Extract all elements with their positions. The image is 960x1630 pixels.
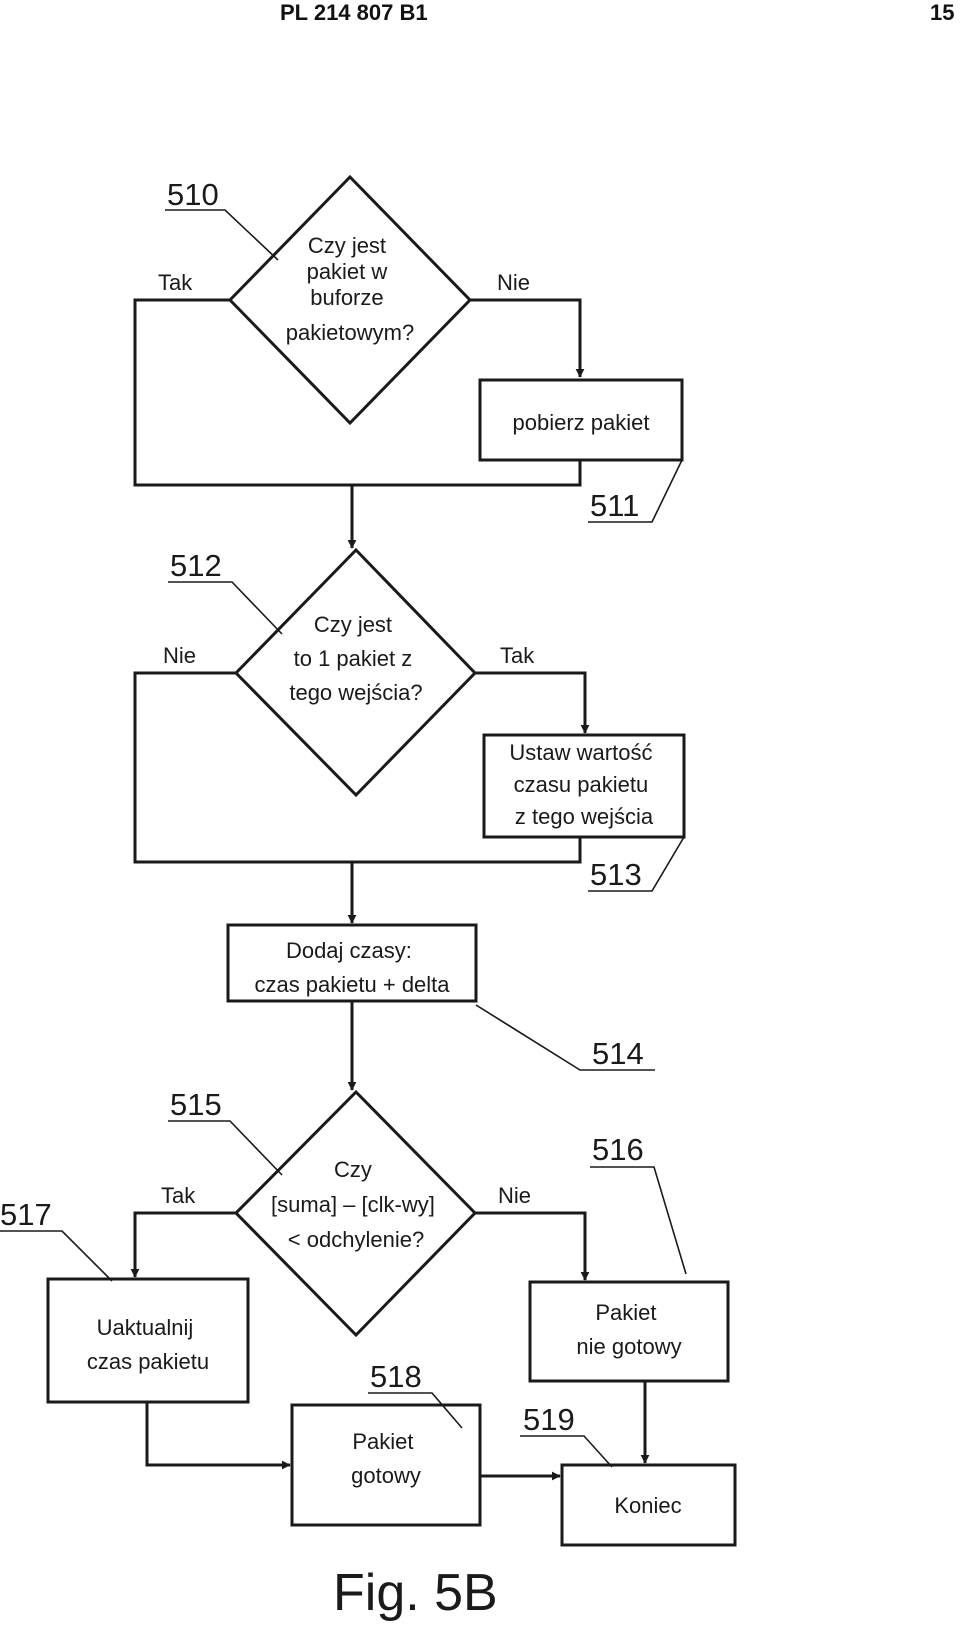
ref-516-leader (590, 1166, 687, 1275)
edge-label-510-yes: Tak (158, 270, 193, 295)
process-517 (46, 1277, 250, 1404)
node-text-510: Czy jest pakiet w buforze pakietowym? (286, 233, 414, 345)
ref-517-leader (0, 1230, 113, 1282)
ref-513: 513 (590, 857, 642, 892)
edge-515-no (475, 1211, 590, 1281)
decision-510 (227, 174, 473, 426)
process-516 (528, 1280, 730, 1383)
edge-510-yes (133, 298, 340, 487)
document-number: PL 214 807 B1 (280, 0, 428, 25)
ref-514: 514 (592, 1036, 644, 1071)
figure-label: Fig. 5B (333, 1564, 498, 1622)
node-text-511: pobierz pakiet (513, 410, 650, 435)
process-514 (226, 923, 478, 1003)
ref-513-leader (588, 836, 685, 892)
edge-label-512-no: Nie (163, 643, 196, 668)
node-text-517: Uaktualnij czas pakietu (87, 1315, 209, 1374)
edge-label-512-yes: Tak (500, 643, 535, 668)
edge-label-515-yes: Tak (161, 1183, 196, 1208)
connectors (130, 298, 650, 1481)
ref-518: 518 (370, 1359, 422, 1394)
node-text-513: Ustaw wartość czasu pakietu z tego wejśc… (509, 740, 658, 829)
reference-labels: 510 511 512 513 514 515 516 517 518 519 (0, 177, 687, 1468)
terminal-519 (560, 1463, 737, 1547)
node-text-516: Pakiet nie gotowy (576, 1300, 681, 1359)
node-text-515: Czy [suma] – [clk-wy] < odchylenie? (271, 1157, 441, 1252)
node-text-512: Czy jest to 1 pakiet z tego wejścia? (289, 612, 422, 705)
page-number: 15 (930, 0, 955, 25)
decision-512 (233, 547, 478, 798)
ref-511: 511 (590, 488, 639, 523)
ref-519-leader (520, 1435, 613, 1468)
shapes (46, 174, 737, 1547)
decision-515 (233, 1089, 478, 1338)
process-513 (482, 733, 686, 839)
node-texts: Czy jest pakiet w buforze pakietowym? po… (87, 233, 682, 1518)
process-518 (290, 1403, 482, 1527)
node-text-518: Pakiet gotowy (351, 1429, 421, 1488)
edge-labels: Tak Nie Nie Tak Tak Nie (158, 270, 535, 1208)
ref-518-leader (368, 1392, 463, 1429)
ref-511-leader (588, 459, 683, 523)
edge-512-no (133, 671, 352, 864)
edge-515-yes (130, 1211, 236, 1278)
ref-517: 517 (0, 1197, 52, 1232)
ref-514-leader (475, 1004, 655, 1071)
ref-512: 512 (170, 548, 222, 583)
edge-label-510-no: Nie (497, 270, 530, 295)
ref-510-leader (165, 209, 279, 261)
node-text-514: Dodaj czasy: czas pakietu + delta (254, 938, 450, 997)
ref-515: 515 (170, 1087, 222, 1122)
process-511 (478, 378, 684, 462)
ref-515-leader (168, 1120, 283, 1176)
ref-512-leader (168, 581, 283, 635)
edge-512-yes (475, 671, 590, 734)
node-text-519: Koniec (614, 1493, 681, 1518)
edge-label-515-no: Nie (498, 1183, 531, 1208)
edge-511-merge (340, 460, 582, 487)
ref-516: 516 (592, 1132, 644, 1167)
ref-510: 510 (167, 177, 219, 212)
edge-510-no (470, 298, 585, 378)
edge-517-to-518 (145, 1402, 291, 1470)
ref-519: 519 (523, 1402, 575, 1437)
edge-513-merge (352, 837, 582, 864)
